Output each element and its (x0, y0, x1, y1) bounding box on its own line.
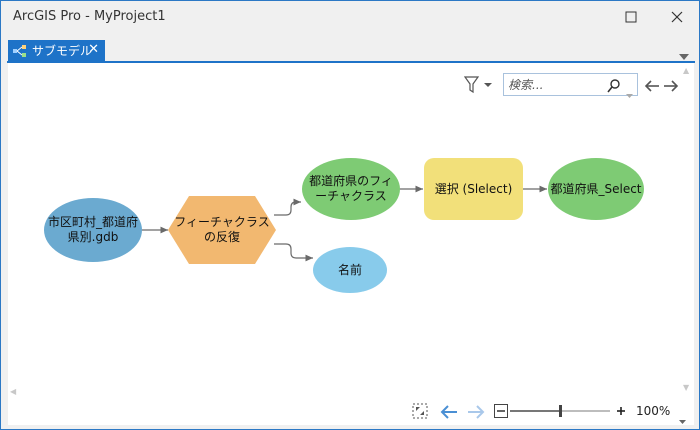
window-title: ArcGIS Pro - MyProject1 (13, 9, 166, 24)
search-icon[interactable] (607, 78, 621, 97)
output-label: 都道府県_Select (550, 181, 642, 196)
input-gdb-label: 市区町村_都道府県別.gdb (47, 215, 138, 244)
arrow-left-icon (440, 405, 457, 419)
search-box (503, 73, 638, 98)
tab-underline (7, 61, 695, 63)
full-extent-button[interactable] (411, 402, 429, 424)
filter-icon (463, 76, 492, 94)
scroll-left-arrow[interactable]: ◀ (10, 387, 17, 396)
next-extent-button[interactable] (467, 404, 485, 423)
tab-label: サブモデル (32, 44, 93, 58)
maximize-button[interactable] (609, 1, 653, 33)
input-gdb-node[interactable] (44, 198, 142, 262)
zoom-slider-fill (510, 410, 561, 412)
tab-strip: サブモデル ✕ (1, 40, 699, 62)
select-tool-label: 選択 (Slelect) (434, 181, 513, 196)
arrow-right-icon (468, 405, 485, 419)
zoom-level[interactable]: 100% (636, 404, 671, 418)
title-bar: ArcGIS Pro - MyProject1 (1, 1, 699, 33)
arrow-right-icon (664, 80, 679, 92)
tab-close-button[interactable]: ✕ (88, 42, 99, 57)
arrow-left-icon (644, 80, 659, 92)
iterator-label: フィーチャクラスの反復 (174, 215, 270, 244)
feature-class-label: 都道府県のフィーチャクラス (309, 174, 393, 203)
iterator-node[interactable] (168, 196, 276, 264)
close-icon (671, 11, 683, 23)
forward-button[interactable] (663, 78, 679, 97)
previous-extent-button[interactable] (440, 404, 458, 423)
output-node[interactable] (548, 158, 644, 220)
tab-list-dropdown[interactable] (679, 45, 689, 64)
chevron-down-icon (679, 54, 689, 60)
search-options-chevron-icon[interactable] (626, 83, 633, 102)
back-button[interactable] (644, 78, 660, 97)
zoom-in-button[interactable] (614, 403, 628, 422)
tab-submodel[interactable]: サブモデル ✕ (8, 40, 105, 61)
zoom-dropdown[interactable] (679, 409, 686, 428)
connector-iterator-to-name (274, 243, 313, 262)
close-window-button[interactable] (655, 1, 699, 33)
full-extent-icon (412, 403, 428, 419)
scroll-down-arrow[interactable]: ▼ (683, 383, 690, 392)
search-input[interactable] (508, 76, 606, 93)
model-icon (13, 44, 27, 57)
zoom-in-icon (617, 407, 625, 415)
filter-button[interactable] (463, 76, 492, 98)
name-variable-label: 名前 (337, 262, 362, 277)
select-tool-node[interactable] (424, 158, 523, 220)
scroll-up-arrow[interactable]: ▲ (683, 66, 690, 75)
name-variable-node[interactable] (313, 247, 387, 293)
model-canvas[interactable]: ▲ ▼ ◀ 市区町村_都道府県別.gdb フィーチャ (8, 63, 694, 425)
zoom-out-icon (494, 404, 508, 418)
zoom-slider-thumb[interactable] (559, 405, 562, 417)
maximize-icon (625, 11, 637, 23)
chevron-down-icon (679, 420, 686, 424)
zoom-out-button[interactable] (494, 403, 508, 422)
model-diagram (44, 158, 644, 293)
connector-iterator-to-featureclass (274, 198, 301, 216)
feature-class-node[interactable] (302, 158, 400, 220)
